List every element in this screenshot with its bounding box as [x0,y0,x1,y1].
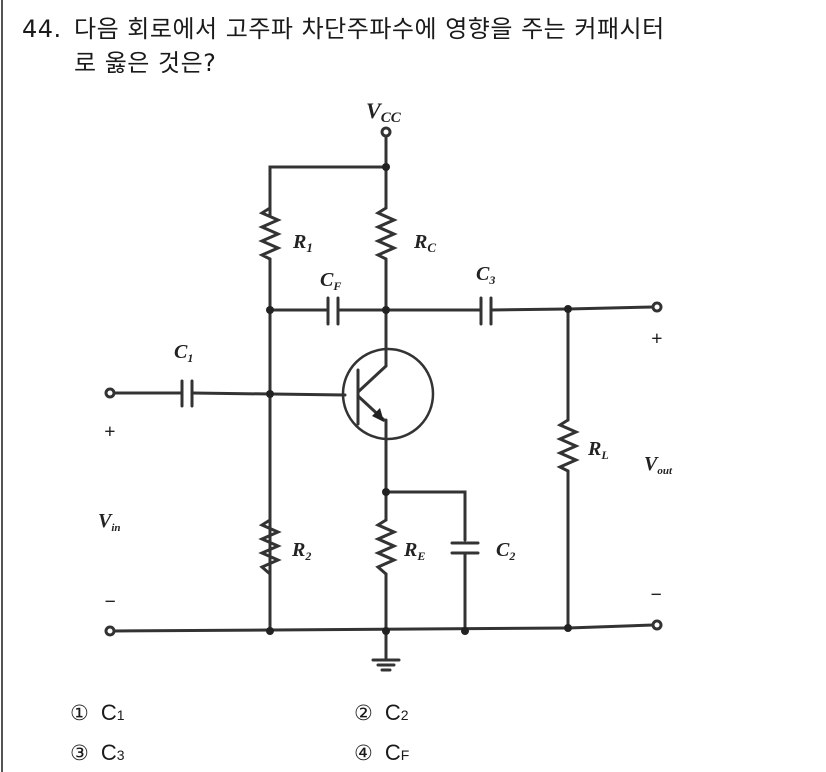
r2-label: R2 [291,539,311,563]
option-subscript: 3 [116,747,125,763]
option-marker: ② [354,701,373,725]
page-left-border [1,0,3,772]
option-subscript: 2 [400,707,409,723]
rc-label: RC [413,231,436,255]
vout-minus-sign: − [650,584,662,606]
rl-label: RL [587,438,609,462]
vout-label: Vout [644,453,673,477]
transistor-icon [341,347,435,441]
ground-icon [371,658,401,672]
c3-label: C3 [476,263,495,287]
vout-plus-sign: + [651,328,662,350]
rc-resistor-icon [374,206,398,261]
option-label: C [100,700,117,725]
r2-resistor-icon [258,518,282,576]
c2-label: C2 [496,539,515,563]
option-marker: ③ [70,741,89,765]
option-label: C [384,700,401,725]
vout-minus-terminal-icon [651,619,663,631]
re-label: RE [403,539,425,563]
option-subscript: F [400,747,410,763]
question-text-line2: 로 옳은 것은? [74,49,217,77]
vin-minus-sign: − [104,591,116,613]
rl-resistor-icon [556,418,580,473]
option-label: C [100,740,117,765]
vout-plus-terminal-icon [651,301,663,313]
re-resistor-icon [374,518,398,576]
c1-label: C1 [174,341,193,365]
r1-label: R1 [292,231,313,255]
vin-plus-sign: + [104,421,115,443]
vcc-label: VCC [366,98,402,126]
r1-resistor-icon [258,206,282,261]
question-number: 44. [22,15,62,43]
junction-dots [266,163,572,635]
option-marker: ① [70,701,89,725]
vin-label: Vin [98,510,121,534]
option-label: C [384,740,401,765]
option-marker: ④ [354,741,373,765]
emitter-arrow-icon [372,408,384,422]
question-block: 44. 다음 회로에서 고주파 차단주파수에 영향을 주는 커패시터 로 옳은 것… [22,12,802,80]
question-text-line1: 다음 회로에서 고주파 차단주파수에 영향을 주는 커패시터 [74,15,665,43]
option-subscript: 1 [116,707,125,723]
cf-label: CF [320,269,341,293]
